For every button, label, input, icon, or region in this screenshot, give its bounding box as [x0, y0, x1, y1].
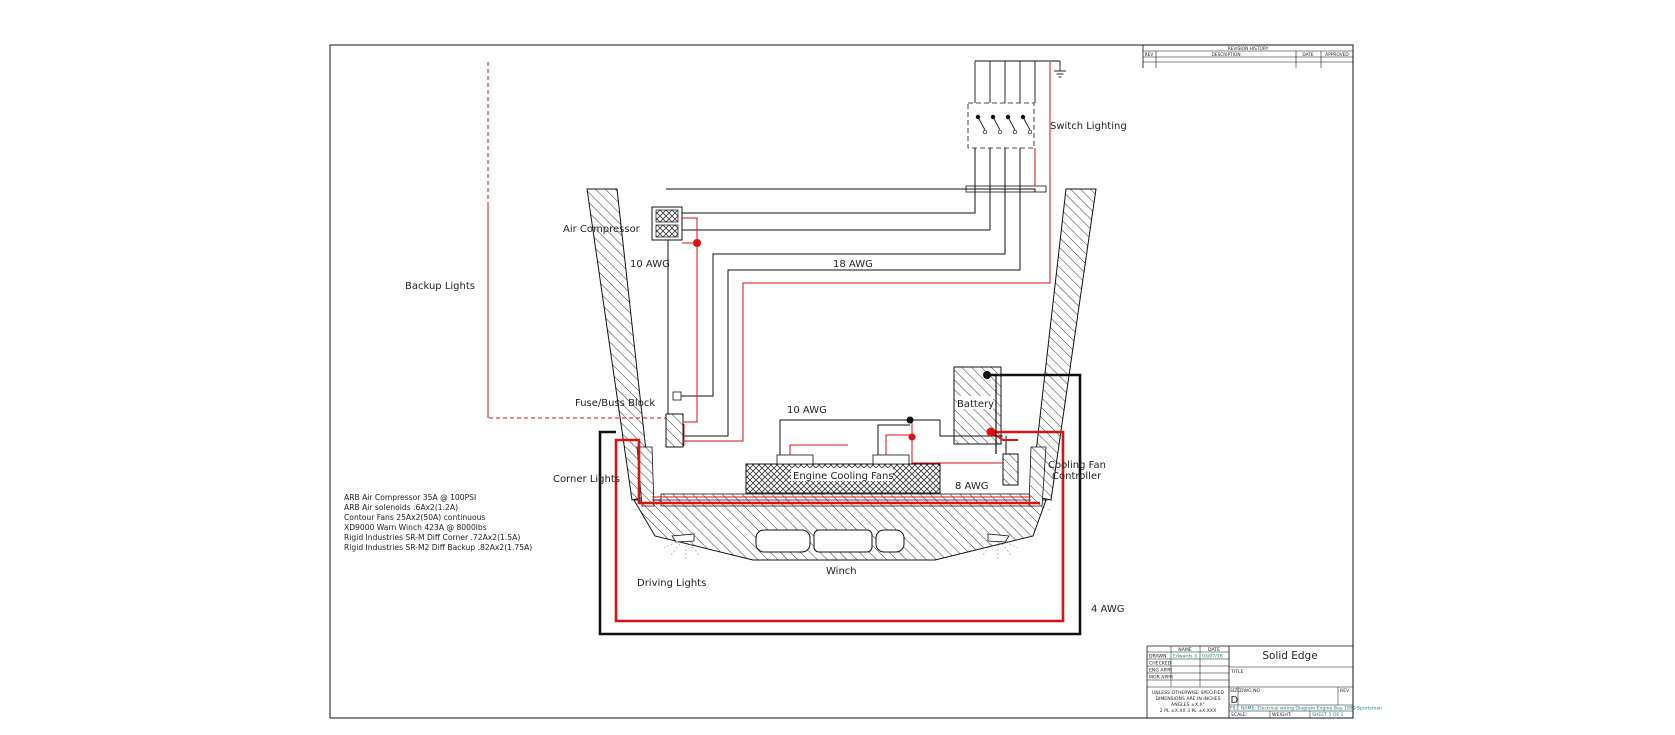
- revision-history-block: REVISION HISTORY REV DESCRIPTION DATE AP…: [1142, 45, 1353, 68]
- battery-positive-cable: [614, 430, 1065, 623]
- load-notes: ARB Air Compressor 35A @ 100PSI ARB Air …: [344, 493, 532, 552]
- label-driving-lights: Driving Lights: [637, 578, 706, 589]
- load-note-2: ARB Air solenoids .6Ax2(1.2A): [344, 503, 458, 512]
- revision-col-date: DATE: [1302, 52, 1313, 58]
- revision-history-title: REVISION HISTORY: [1228, 46, 1269, 52]
- ground-icon: [1054, 70, 1066, 78]
- label-cooling-fan-controller-line2: Controller: [1052, 471, 1102, 482]
- label-air-compressor: Air Compressor: [563, 224, 641, 235]
- label-gauge-18-awg: 18 AWG: [833, 259, 873, 270]
- switch-panel: [967, 102, 1035, 149]
- right-corner-bracket: [1028, 446, 1047, 507]
- winch-drum-left: [755, 529, 811, 553]
- title-block-file-name: FILE NAME: Electrical wiring Diagram Eng…: [1230, 706, 1382, 712]
- title-block-size-label: SIZE: [1230, 688, 1240, 694]
- label-switch-lighting: Switch Lighting: [1050, 121, 1127, 132]
- load-note-5: Rigid Industries SR-M Diff Corner .72Ax2…: [344, 533, 520, 542]
- right-fender: [1030, 188, 1097, 501]
- fuse-buss-block: [665, 391, 684, 448]
- load-note-6: Rigid Industries SR-M2 Diff Backup .82Ax…: [344, 543, 532, 552]
- label-battery: Battery: [957, 399, 994, 410]
- label-backup-lights: Backup Lights: [405, 281, 475, 292]
- title-block-drawn-name: Edwards 3: [1173, 654, 1197, 660]
- winch: [755, 529, 905, 553]
- title-block-title-label: TITLE: [1230, 669, 1244, 675]
- controller-power-cable: [990, 431, 1018, 441]
- air-compressor: [651, 206, 683, 241]
- fan-ground-node: [906, 416, 914, 424]
- title-block-sheet: SHEET 1 OF 1: [1312, 712, 1344, 718]
- revision-col-rev: REV: [1145, 52, 1154, 58]
- title-block-col-name: NAME: [1178, 647, 1192, 653]
- tolerance-line-2: DIMENSIONS ARE IN INCHES: [1155, 696, 1220, 702]
- label-cooling-fan-controller-line1: Cooling Fan: [1048, 460, 1106, 471]
- fan-motor-left: [776, 454, 814, 465]
- switch-signal-wires: [666, 148, 1036, 437]
- tolerance-line-4: 2 PL ±X.XX 3 PL ±X.XXX: [1160, 708, 1216, 714]
- title-block-row-mgr-appr: MGR APPR: [1149, 675, 1174, 681]
- winch-drum-center: [813, 529, 873, 553]
- fan-power-node: [908, 433, 916, 441]
- title-block-weight-label: WEIGHT:: [1272, 712, 1292, 718]
- winch-drum-right: [875, 529, 905, 553]
- load-note-4: XD9000 Warn Winch 423A @ 8000lbs: [344, 523, 487, 532]
- label-winch: Winch: [826, 566, 857, 577]
- label-gauge-4-awg: 4 AWG: [1091, 604, 1124, 615]
- driving-light-right: [981, 533, 1019, 560]
- battery-ground-cable-4awg: [598, 373, 1082, 636]
- title-block-row-eng-appr: ENG APPR: [1149, 668, 1173, 674]
- title-block-drawn-date: 03/07/16: [1202, 654, 1223, 660]
- corner-light-right: [1039, 499, 1051, 511]
- label-gauge-10-awg-compressor: 10 AWG: [630, 259, 670, 270]
- front-light-harness: [652, 496, 1033, 504]
- title-block-size: D: [1231, 695, 1239, 706]
- title-block-rev-label: REV: [1340, 688, 1350, 694]
- fan-label-panel: [791, 468, 893, 481]
- compressor-relay-node: [693, 239, 701, 247]
- revision-col-description: DESCRIPTION: [1211, 52, 1240, 58]
- label-gauge-8-awg: 8 AWG: [955, 481, 988, 492]
- label-corner-lights: Corner Lights: [553, 474, 620, 485]
- label-gauge-10-awg-fans: 10 AWG: [787, 405, 827, 416]
- title-block-dwg-no-label: DWG NO: [1240, 688, 1261, 694]
- label-fuse-buss-block: Fuse/Buss Block: [575, 398, 655, 409]
- revision-col-approved: APPROVED: [1325, 52, 1349, 58]
- load-note-3: Contour Fans 25Ax2(50A) continuous: [344, 513, 485, 522]
- tolerance-line-3: ANGLES ±X.X°: [1171, 702, 1205, 708]
- title-block-row-checked: CHECKED: [1149, 661, 1172, 667]
- driving-light-left: [663, 533, 701, 560]
- controller-ground-lead: [987, 374, 997, 454]
- title-block-row-drawn: DRAWN: [1149, 654, 1166, 660]
- switch-feed-bus: [974, 60, 1061, 103]
- title-block-scale-label: SCALE:: [1231, 712, 1248, 718]
- title-block: NAME DATE DRAWN CHECKED ENG APPR MGR APP…: [1146, 645, 1382, 718]
- engine-cooling-fans: [745, 454, 941, 494]
- title-block-col-date: DATE: [1208, 647, 1220, 653]
- fan-ground-wires: [779, 419, 1007, 455]
- cooling-fan-controller: [1002, 453, 1019, 486]
- title-block-brand: Solid Edge: [1262, 650, 1317, 662]
- drawing-border: [329, 44, 1354, 719]
- label-engine-cooling-fans: Engine Cooling Fans: [793, 471, 894, 482]
- backup-lights-feed: [487, 62, 666, 419]
- fan-motor-right: [872, 454, 910, 465]
- left-corner-bracket: [636, 446, 655, 507]
- tolerance-line-1: UNLESS OTHERWISE SPECIFIED: [1152, 690, 1225, 696]
- load-note-1: ARB Air Compressor 35A @ 100PSI: [344, 493, 476, 502]
